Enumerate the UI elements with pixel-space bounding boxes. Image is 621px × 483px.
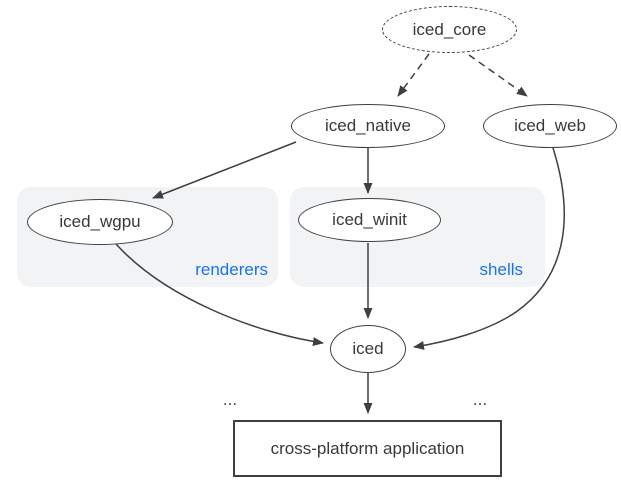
group-label-shells: shells <box>479 260 523 279</box>
renderers-ellipsis: ... <box>222 390 238 409</box>
edge-iced-core-to-iced-web <box>468 54 528 97</box>
node-iced-core: iced_core <box>382 6 517 53</box>
node-cross-platform-application: cross-platform application <box>233 420 502 477</box>
edge-iced-web-to-iced <box>413 147 565 350</box>
edge-iced-native-to-iced-wgpu <box>152 141 297 199</box>
node-iced-winit: iced_winit <box>298 198 441 242</box>
node-iced: iced <box>330 325 406 373</box>
edge-iced-core-to-iced-native <box>397 53 430 97</box>
edge-iced-wgpu-to-iced <box>115 243 324 346</box>
group-label-renderers: renderers <box>195 260 268 279</box>
node-iced-web: iced_web <box>483 104 617 148</box>
node-iced-wgpu: iced_wgpu <box>27 199 173 245</box>
node-iced-native: iced_native <box>291 104 445 148</box>
shells-ellipsis: ... <box>472 390 488 409</box>
